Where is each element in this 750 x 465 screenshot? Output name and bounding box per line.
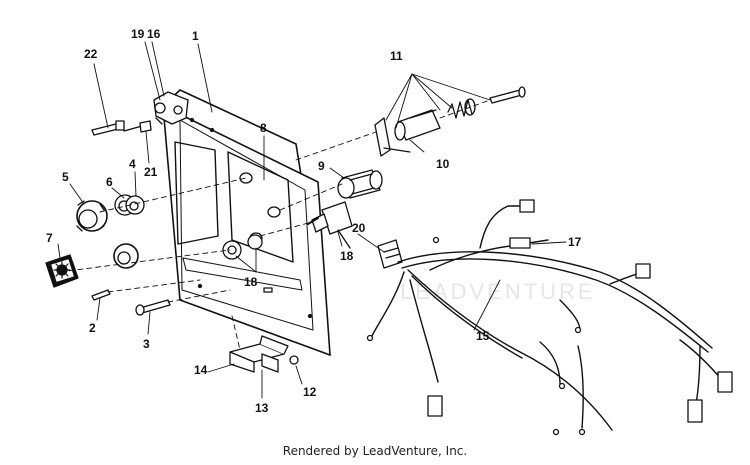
callout-14: 14 (194, 363, 208, 377)
callout-13: 13 (255, 401, 269, 415)
callout-5: 5 (62, 170, 69, 184)
harness-connectors (366, 199, 733, 436)
screw-21 (123, 120, 152, 133)
callout-6: 6 (106, 175, 113, 189)
callout-20: 20 (352, 221, 366, 235)
washer-4 (125, 195, 145, 215)
callout-3: 3 (143, 337, 150, 351)
callout-9: 9 (318, 159, 325, 173)
assembly-lines (59, 99, 491, 351)
callout-4: 4 (129, 157, 136, 171)
callout-labels: 1 2 3 4 5 6 7 8 9 10 11 12 13 14 15 16 1… (46, 27, 582, 415)
locknut-lower (113, 243, 139, 269)
connector-20 (377, 239, 403, 269)
callout-21: 21 (144, 165, 158, 179)
callout-17: 17 (568, 235, 582, 249)
callout-18b: 18 (340, 249, 354, 263)
bolt-3 (135, 299, 171, 316)
render-credit: Rendered by LeadVenture, Inc. (282, 444, 468, 458)
callout-7: 7 (46, 231, 53, 245)
callout-8: 8 (260, 121, 267, 135)
bracket-13 (229, 335, 299, 373)
callout-18a: 18 (244, 275, 258, 289)
grommets-18 (222, 234, 263, 260)
callout-19: 19 (131, 27, 145, 41)
switch-9 (337, 169, 383, 199)
toggle-switch-18 (307, 201, 353, 249)
pin-2 (91, 289, 111, 301)
callout-22: 22 (84, 47, 98, 61)
spring-11 (447, 98, 476, 119)
callout-16: 16 (147, 27, 161, 41)
wiring-harness-15 (371, 205, 723, 431)
callout-11: 11 (390, 49, 403, 63)
callout-1: 1 (192, 29, 199, 43)
key-pin (489, 86, 526, 104)
top-bracket (153, 91, 189, 125)
decal-7 (45, 254, 79, 288)
ignition-assembly-10 (374, 109, 441, 157)
dash-panel (162, 89, 331, 356)
locknut-5 (76, 200, 108, 232)
callout-2: 2 (89, 321, 96, 335)
callout-15: 15 (476, 329, 490, 343)
callout-12: 12 (303, 385, 317, 399)
callout-10: 10 (436, 157, 450, 171)
leader-lines (57, 41, 567, 399)
